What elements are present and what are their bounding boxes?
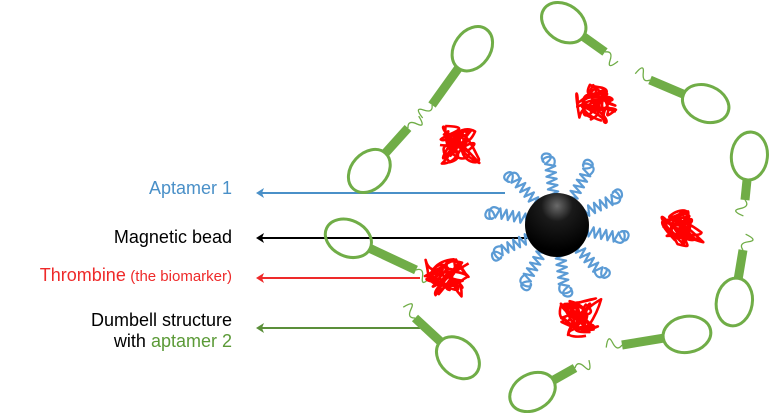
dumbell-structure bbox=[508, 359, 591, 414]
dumbell-label: Dumbell structure with aptamer 2 bbox=[91, 310, 232, 351]
aptamer1-strand bbox=[490, 233, 533, 262]
aptamer1-label-text: Aptamer 1 bbox=[148, 178, 232, 198]
dumbell-structure bbox=[540, 0, 619, 67]
dumbell-label-line2: with aptamer 2 bbox=[91, 331, 232, 352]
aptamer1-strand bbox=[586, 225, 630, 244]
thrombine-cluster bbox=[423, 258, 470, 298]
aptamer1-arrowhead-icon bbox=[256, 188, 264, 198]
aptamer1-label: Aptamer 1 bbox=[149, 178, 232, 199]
dumbell-structure bbox=[346, 115, 423, 194]
dumbell-structures bbox=[323, 0, 769, 414]
thrombine-cluster bbox=[558, 297, 603, 338]
aptamer1-strand bbox=[519, 250, 547, 292]
aptamer1-strand bbox=[581, 188, 624, 217]
aptamer1-strand bbox=[567, 158, 595, 200]
pointer-lines bbox=[256, 188, 530, 333]
thrombine-label-text: Thrombine bbox=[39, 265, 126, 285]
thrombine-clusters bbox=[423, 83, 705, 338]
thrombine-label: Thrombine (the biomarker) bbox=[40, 265, 232, 286]
dumbell-structure bbox=[605, 314, 713, 355]
aptamer1-strand bbox=[574, 243, 611, 279]
dumbell-label-prefix: with bbox=[113, 330, 146, 351]
dumbell-structure bbox=[402, 303, 481, 381]
thrombine-label-note: (the biomarker) bbox=[130, 268, 232, 285]
dumbell-label-line1: Dumbell structure bbox=[90, 310, 232, 330]
dumbell-structure bbox=[634, 67, 731, 125]
aptamer1-strand bbox=[484, 206, 528, 225]
dumbell-arrowhead-icon bbox=[256, 323, 264, 333]
dumbell-label-highlight: aptamer 2 bbox=[150, 330, 232, 351]
thrombine-cluster bbox=[439, 124, 481, 165]
dumbell-structure bbox=[323, 217, 431, 284]
bead-arrowhead-icon bbox=[256, 233, 264, 243]
aptamer1-strand bbox=[554, 253, 574, 298]
magnetic-bead-label: Magnetic bead bbox=[114, 227, 232, 248]
aptamer1-strand bbox=[540, 152, 560, 197]
thrombine-cluster bbox=[660, 209, 705, 248]
dumbell-structure bbox=[729, 130, 769, 217]
aptamer1-strand bbox=[503, 171, 540, 207]
thrombine-cluster bbox=[575, 83, 618, 124]
dumbell-structure bbox=[417, 25, 495, 119]
magnetic-bead bbox=[525, 193, 589, 257]
thrombine-arrowhead-icon bbox=[256, 273, 264, 283]
magnetic-bead-label-text: Magnetic bead bbox=[113, 227, 232, 247]
dumbell-structure bbox=[714, 233, 755, 328]
aptamer1-strands bbox=[484, 152, 630, 298]
